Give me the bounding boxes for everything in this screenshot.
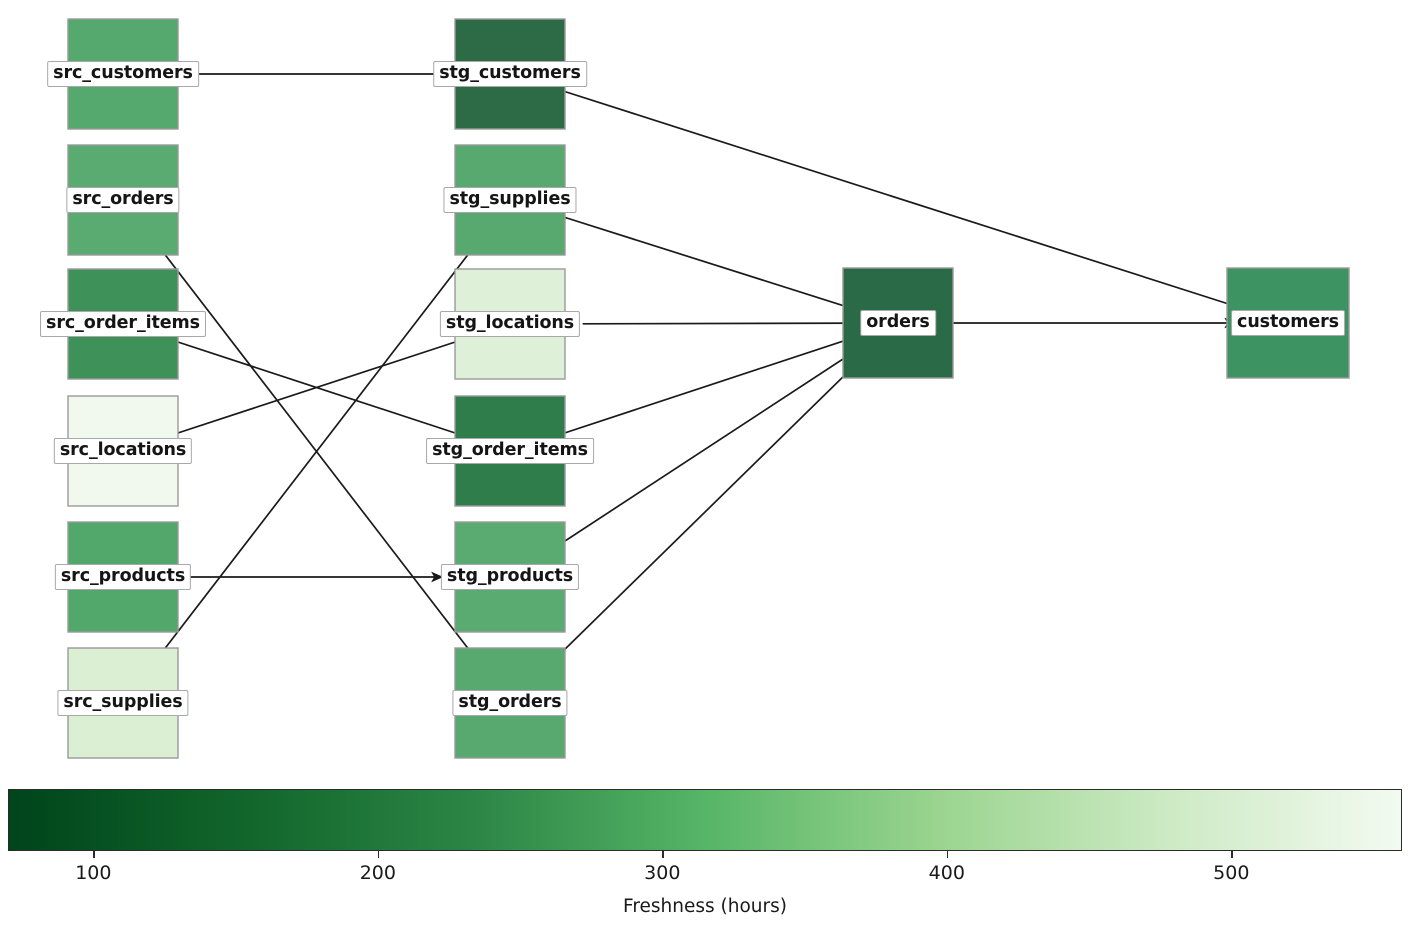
colorbar-tick-500: [1231, 851, 1233, 858]
node-label-src_orders[interactable]: src_orders: [66, 187, 180, 213]
edge-src_supplies-to-stg_supplies[interactable]: [132, 212, 501, 691]
colorbar-tick-label-500: 500: [1213, 862, 1250, 884]
node-label-orders[interactable]: orders: [860, 310, 936, 336]
edge-stg_order_items-to-orders[interactable]: [549, 333, 862, 439]
edge-stg_locations-to-orders[interactable]: [582, 317, 862, 329]
node-label-src_customers[interactable]: src_customers: [47, 61, 199, 87]
colorbar-tick-200: [377, 851, 380, 858]
node-label-stg_order_items[interactable]: stg_order_items: [426, 438, 594, 464]
nodes-group: [67, 18, 1350, 759]
colorbar-tick-label-300: 300: [644, 862, 681, 884]
node-label-stg_orders[interactable]: stg_orders: [452, 690, 568, 716]
colorbar-tick-label-400: 400: [928, 862, 965, 884]
edge-stg_supplies-to-orders[interactable]: [550, 212, 862, 313]
edge-src_locations-to-stg_locations[interactable]: [162, 335, 472, 439]
node-label-customers[interactable]: customers: [1231, 310, 1345, 336]
colorbar-tick-label-200: 200: [359, 862, 396, 884]
node-label-src_supplies[interactable]: src_supplies: [57, 690, 189, 716]
node-label-src_products[interactable]: src_products: [54, 564, 192, 590]
node-label-stg_products[interactable]: stg_products: [440, 564, 580, 590]
node-label-src_order_items[interactable]: src_order_items: [40, 311, 206, 337]
colorbar-tick-100: [93, 851, 95, 858]
node-label-stg_locations[interactable]: stg_locations: [439, 311, 581, 337]
colorbar[interactable]: [8, 789, 1402, 851]
edge-stg_products-to-orders[interactable]: [529, 335, 879, 565]
edges-group: [132, 73, 1249, 691]
node-label-stg_supplies[interactable]: stg_supplies: [443, 187, 577, 213]
edge-stg_orders-to-orders[interactable]: [522, 335, 886, 691]
colorbar-axis-label: Freshness (hours): [623, 896, 787, 917]
colorbar-tick-300: [662, 851, 664, 858]
colorbar-tick-label-100: 100: [75, 862, 112, 884]
colorbar-tick-400: [946, 851, 949, 858]
node-label-stg_customers[interactable]: stg_customers: [433, 61, 587, 87]
node-label-src_locations[interactable]: src_locations: [53, 438, 193, 464]
colorbar-gradient: [9, 790, 1401, 850]
edge-stg_customers-to-customers[interactable]: [550, 86, 1249, 312]
